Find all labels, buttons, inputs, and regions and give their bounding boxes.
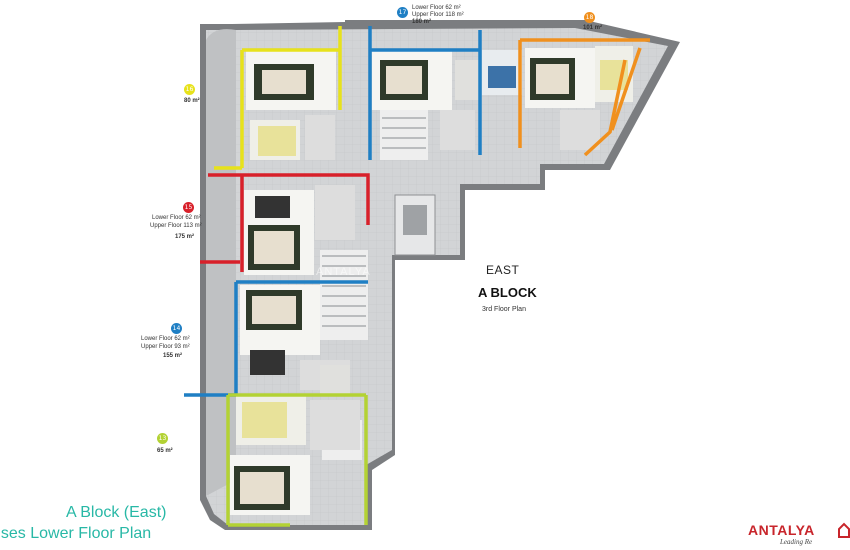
rooms [230,46,633,515]
unit-18-marker: 18 [584,12,595,23]
brand-logo: ANTALYA [748,522,815,538]
unit-15-boundary [200,173,370,272]
unit-17-total: 180 m² [412,19,432,25]
unit-16-boundary [214,26,342,170]
unit-14-upper: Upper Floor 93 m² [141,344,190,350]
unit-14-marker: 14 [171,323,182,334]
floor-plan-label: 3rd Floor Plan [482,306,526,313]
unit-13-total: 65 m² [157,448,173,454]
unit-18-boundary [518,38,650,157]
block-direction-label: EAST [486,263,520,277]
unit-13-marker: 13 [157,433,168,444]
unit-15-total: 175 m² [175,234,195,240]
logo-house-icon [838,522,850,538]
watermark: ANTALYA [316,266,371,278]
unit-14-lower: Lower Floor 62 m² [141,336,190,342]
unit-16-total: 80 m² [184,98,200,104]
unit-17-upper: Upper Floor 118 m² [412,12,464,18]
unit-18-total: 101 m² [583,25,603,31]
unit-15-marker: 15 [183,202,194,213]
caption-block-title: A Block (East) [66,504,167,521]
block-name-label: A BLOCK [478,285,537,300]
unit-15-lower: Lower Floor 62 m² [152,215,201,221]
caption-plan-title: uses Lower Floor Plan [0,525,152,542]
unit-17-lower: Lower Floor 62 m² [412,5,461,11]
unit-15-upper: Upper Floor 113 m² [150,223,202,229]
unit-13-boundary [226,393,368,527]
unit-17-marker: 17 [397,7,408,18]
unit-17-boundary [368,26,482,160]
brand-tagline: Leading Re [780,538,813,546]
unit-14-total: 155 m² [163,353,183,359]
unit-boundaries [184,26,650,527]
unit-16-marker: 16 [184,84,195,95]
